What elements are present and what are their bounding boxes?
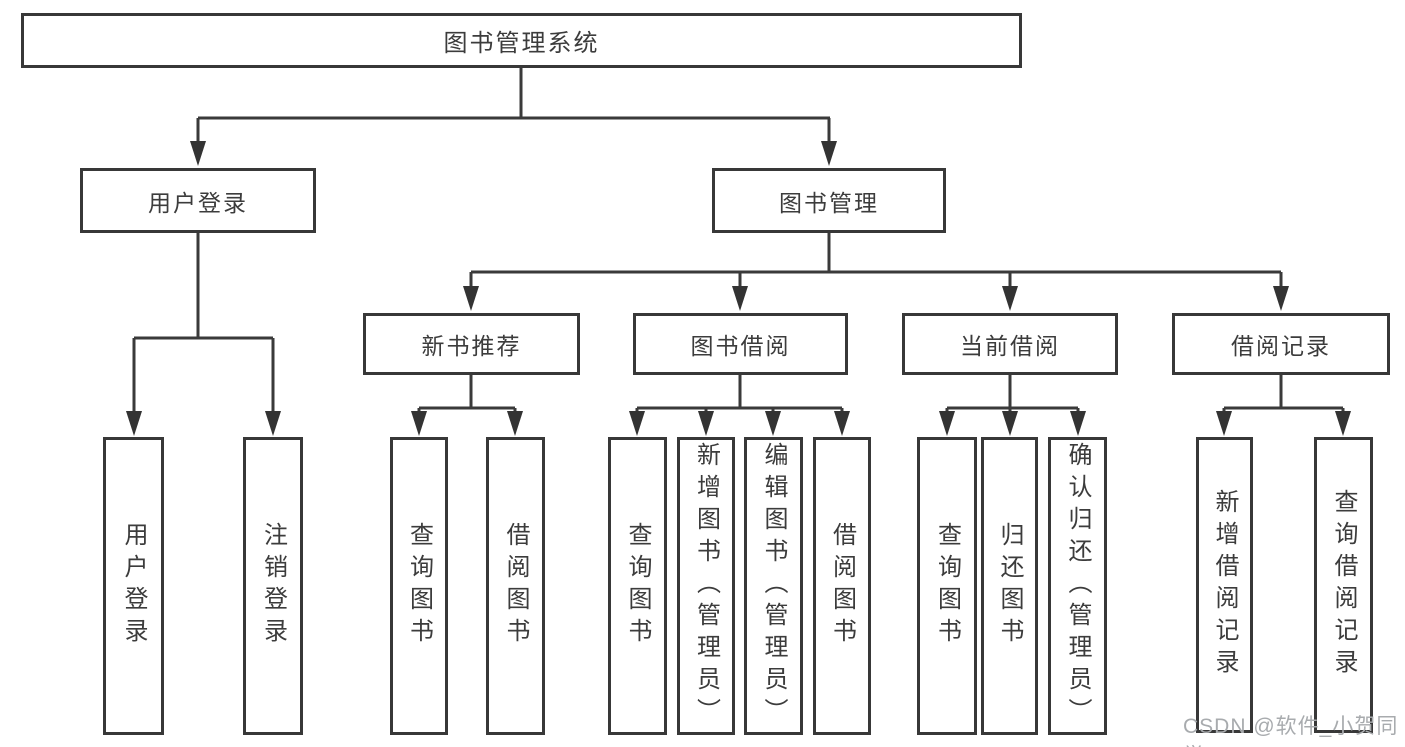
leaf-borrow-add-book-admin: 新增图书（管理员） bbox=[677, 437, 735, 735]
node-current-borrow: 当前借阅 bbox=[902, 313, 1118, 375]
leaf-current-return-book: 归还图书 bbox=[981, 437, 1038, 735]
leaf-user-login: 用户登录 bbox=[103, 437, 164, 735]
node-borrow-records: 借阅记录 bbox=[1172, 313, 1390, 375]
leaf-current-query-book: 查询图书 bbox=[917, 437, 977, 735]
node-book-borrow: 图书借阅 bbox=[633, 313, 848, 375]
leaf-borrow-query-book: 查询图书 bbox=[608, 437, 667, 735]
leaf-borrow-borrow-book: 借阅图书 bbox=[813, 437, 871, 735]
node-user-login: 用户登录 bbox=[80, 168, 316, 233]
leaf-borrow-edit-book-admin: 编辑图书（管理员） bbox=[744, 437, 803, 735]
leaf-records-add-record: 新增借阅记录 bbox=[1196, 437, 1253, 733]
node-new-book-recommend: 新书推荐 bbox=[363, 313, 580, 375]
node-root-system: 图书管理系统 bbox=[21, 13, 1022, 68]
leaf-records-query-record: 查询借阅记录 bbox=[1314, 437, 1373, 733]
leaf-current-confirm-return-admin: 确认归还（管理员） bbox=[1048, 437, 1107, 735]
arrowhead-icons bbox=[126, 141, 1351, 436]
leaf-newbooks-query-book: 查询图书 bbox=[390, 437, 448, 735]
leaf-newbooks-borrow-book: 借阅图书 bbox=[486, 437, 545, 735]
leaf-logout: 注销登录 bbox=[243, 437, 303, 735]
node-book-management: 图书管理 bbox=[712, 168, 946, 233]
watermark: CSDN @软件_小贺同学 bbox=[1183, 715, 1399, 747]
